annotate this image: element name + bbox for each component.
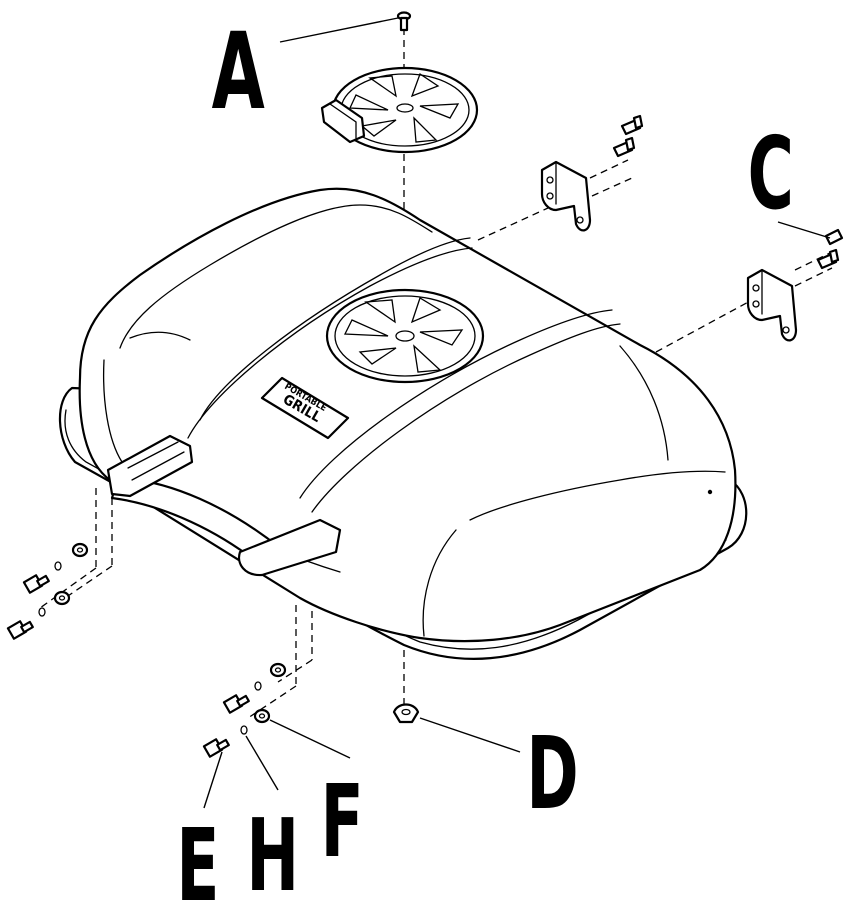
bracket-bolt-4 <box>816 248 840 270</box>
bottom-fasteners <box>202 662 287 758</box>
washer-bottom-1 <box>269 662 287 678</box>
leader-lines <box>203 17 831 809</box>
left-fasteners <box>6 542 89 640</box>
wing-nut <box>392 703 420 724</box>
bracket-bolt-2 <box>612 136 636 158</box>
lockwasher-left-1 <box>54 561 62 571</box>
bracket-bolts <box>612 114 844 270</box>
washer-left-1 <box>71 542 89 558</box>
lid-vent-installed <box>325 288 485 384</box>
washer-left-2 <box>53 590 71 606</box>
bolt-bottom-2 <box>202 738 230 758</box>
hinge-bracket-lower <box>746 268 798 342</box>
bolt-left-1 <box>22 574 50 594</box>
top-vent-part <box>320 66 479 154</box>
washer-bottom-2 <box>253 708 271 724</box>
bracket-bolt-3 <box>824 228 844 246</box>
callout-f: F <box>321 764 364 880</box>
lockwasher-bottom-2 <box>240 725 248 735</box>
grill-lid <box>58 187 748 660</box>
callout-e: E <box>176 808 219 908</box>
lockwasher-left-2 <box>38 607 46 617</box>
bracket-bolt-1 <box>620 114 644 136</box>
lid-handle <box>106 434 342 577</box>
bolt-bottom-1 <box>222 694 250 714</box>
callout-h: H <box>246 798 299 908</box>
callout-d: D <box>526 716 578 832</box>
callout-a: A <box>212 9 265 133</box>
hinge-bracket-upper <box>540 160 592 232</box>
top-screw <box>396 11 412 32</box>
bolt-left-2 <box>6 620 34 640</box>
callout-c: C <box>748 116 794 232</box>
lid-dome <box>78 187 737 643</box>
callout-letters: A C D E H F <box>176 9 793 908</box>
vent-tab <box>320 98 366 144</box>
lockwasher-bottom-1 <box>254 681 262 691</box>
